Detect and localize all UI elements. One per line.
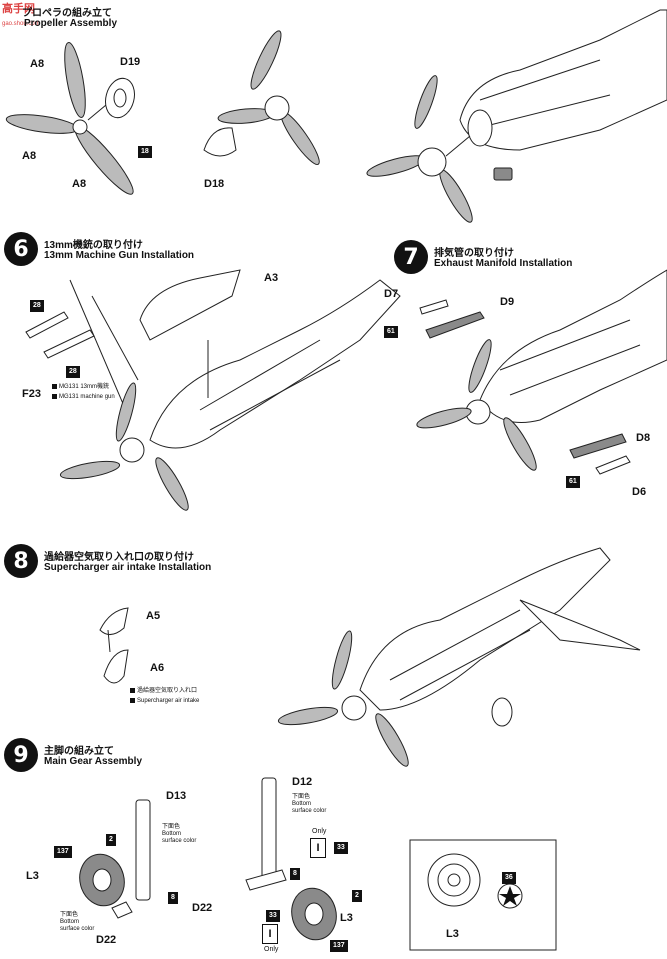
paint-number: 33 <box>334 842 348 854</box>
mg-note-en: MG131 machine gun <box>52 394 115 401</box>
paint-number: 36 <box>502 872 516 884</box>
paint-number: 28 <box>66 366 80 378</box>
fuselage-step6 <box>59 269 401 511</box>
part-label: D6 <box>632 486 647 498</box>
part-label: D18 <box>204 178 225 190</box>
watermark-text: 高手网 <box>2 3 35 15</box>
air-intake-parts <box>99 607 129 684</box>
step5-title-jp: プロペラの組み立て <box>22 8 112 19</box>
color-jp: 下面色 <box>60 912 79 918</box>
color-note: 下面色 Bottom surface color <box>60 912 94 933</box>
intake-note-en: Supercharger air intake <box>130 698 199 705</box>
only-note: Only <box>264 946 279 953</box>
part-label: A3 <box>264 272 279 284</box>
paint-number: 137 <box>330 940 348 952</box>
version-code: I <box>262 924 278 944</box>
paint-number: 8 <box>290 868 300 880</box>
color-en: surface color <box>60 926 95 932</box>
step-number: 7 <box>394 240 428 274</box>
color-en: surface color <box>162 838 197 844</box>
color-jp: 下面色 <box>292 794 311 800</box>
color-en: surface color <box>292 808 327 814</box>
step9-title-en: Main Gear Assembly <box>44 756 143 767</box>
part-label: A8 <box>22 150 37 162</box>
only-note: Only <box>312 828 327 835</box>
step-number: 8 <box>4 544 38 578</box>
part-label: A8 <box>72 178 87 190</box>
version-code: I <box>310 838 326 858</box>
watermark-logo: 高手网 gao.shou.com <box>2 0 40 28</box>
part-label: A5 <box>146 610 161 622</box>
color-note: 下面色 Bottom surface color <box>162 824 196 845</box>
color-note: 下面色 Bottom surface color <box>292 794 326 815</box>
part-label: D22 <box>192 902 213 914</box>
part-label: L3 <box>446 928 459 940</box>
color-en: Bottom <box>162 831 182 837</box>
step-number: 6 <box>4 232 38 266</box>
intake-note: 過給器空気取り入れ口 <box>130 688 197 695</box>
fuselage-step5 <box>366 9 667 223</box>
step6-title-en: 13mm Machine Gun Installation <box>44 250 195 261</box>
color-jp: 下面色 <box>162 824 181 830</box>
paint-number: 28 <box>30 300 44 312</box>
mg-note: MG131 13mm機銃 <box>52 384 109 391</box>
step5-title-en: Propeller Assembly <box>24 18 118 29</box>
propeller-exploded <box>5 42 135 195</box>
watermark-url: gao.shou.com <box>2 21 40 27</box>
main-gear-left <box>79 799 151 919</box>
note-jp: 過給器空気取り入れ口 <box>137 688 198 695</box>
paint-number: 8 <box>168 892 178 904</box>
part-label: D9 <box>500 296 515 308</box>
paint-number: 61 <box>384 326 398 338</box>
note-en: Supercharger air intake <box>137 698 200 705</box>
step7-title-jp: 排気管の取り付け <box>434 248 514 259</box>
paint-number: 2 <box>352 890 362 902</box>
part-label: D7 <box>384 288 399 300</box>
fuselage-step7 <box>416 269 667 471</box>
paint-number: 18 <box>138 146 152 158</box>
step9-title-jp: 主脚の組み立て <box>44 746 114 757</box>
part-label: L3 <box>26 870 39 882</box>
paint-number: 61 <box>566 476 580 488</box>
part-label: D8 <box>636 432 651 444</box>
paint-number: 33 <box>266 910 280 922</box>
part-label: D12 <box>292 776 313 788</box>
part-label: L3 <box>340 912 353 924</box>
color-en: Bottom <box>60 919 80 925</box>
fuselage-step8 <box>277 547 641 767</box>
part-label: D13 <box>166 790 187 802</box>
step8-title-en: Supercharger air intake Installation <box>44 562 212 573</box>
part-label: F23 <box>22 388 41 400</box>
step8-title-jp: 過給器空気取り入れ口の取り付け <box>44 552 194 563</box>
main-gear-right <box>245 777 337 941</box>
paint-number: 137 <box>54 846 72 858</box>
step7-title-en: Exhaust Manifold Installation <box>434 258 573 269</box>
step6-title-jp: 13mm機銃の取り付け <box>44 240 143 251</box>
exhaust-parts <box>419 299 631 475</box>
step-number: 9 <box>4 738 38 772</box>
note-jp: MG131 13mm機銃 <box>59 384 110 391</box>
paint-number: 2 <box>106 834 116 846</box>
machine-gun-parts <box>25 279 139 421</box>
part-label: A6 <box>150 662 165 674</box>
part-label: D19 <box>120 56 141 68</box>
part-label: A8 <box>30 58 45 70</box>
wheel-detail-box <box>409 839 557 951</box>
propeller-assembled <box>203 30 320 166</box>
note-en: MG131 machine gun <box>59 394 115 401</box>
color-en: Bottom <box>292 801 312 807</box>
part-label: D22 <box>96 934 117 946</box>
